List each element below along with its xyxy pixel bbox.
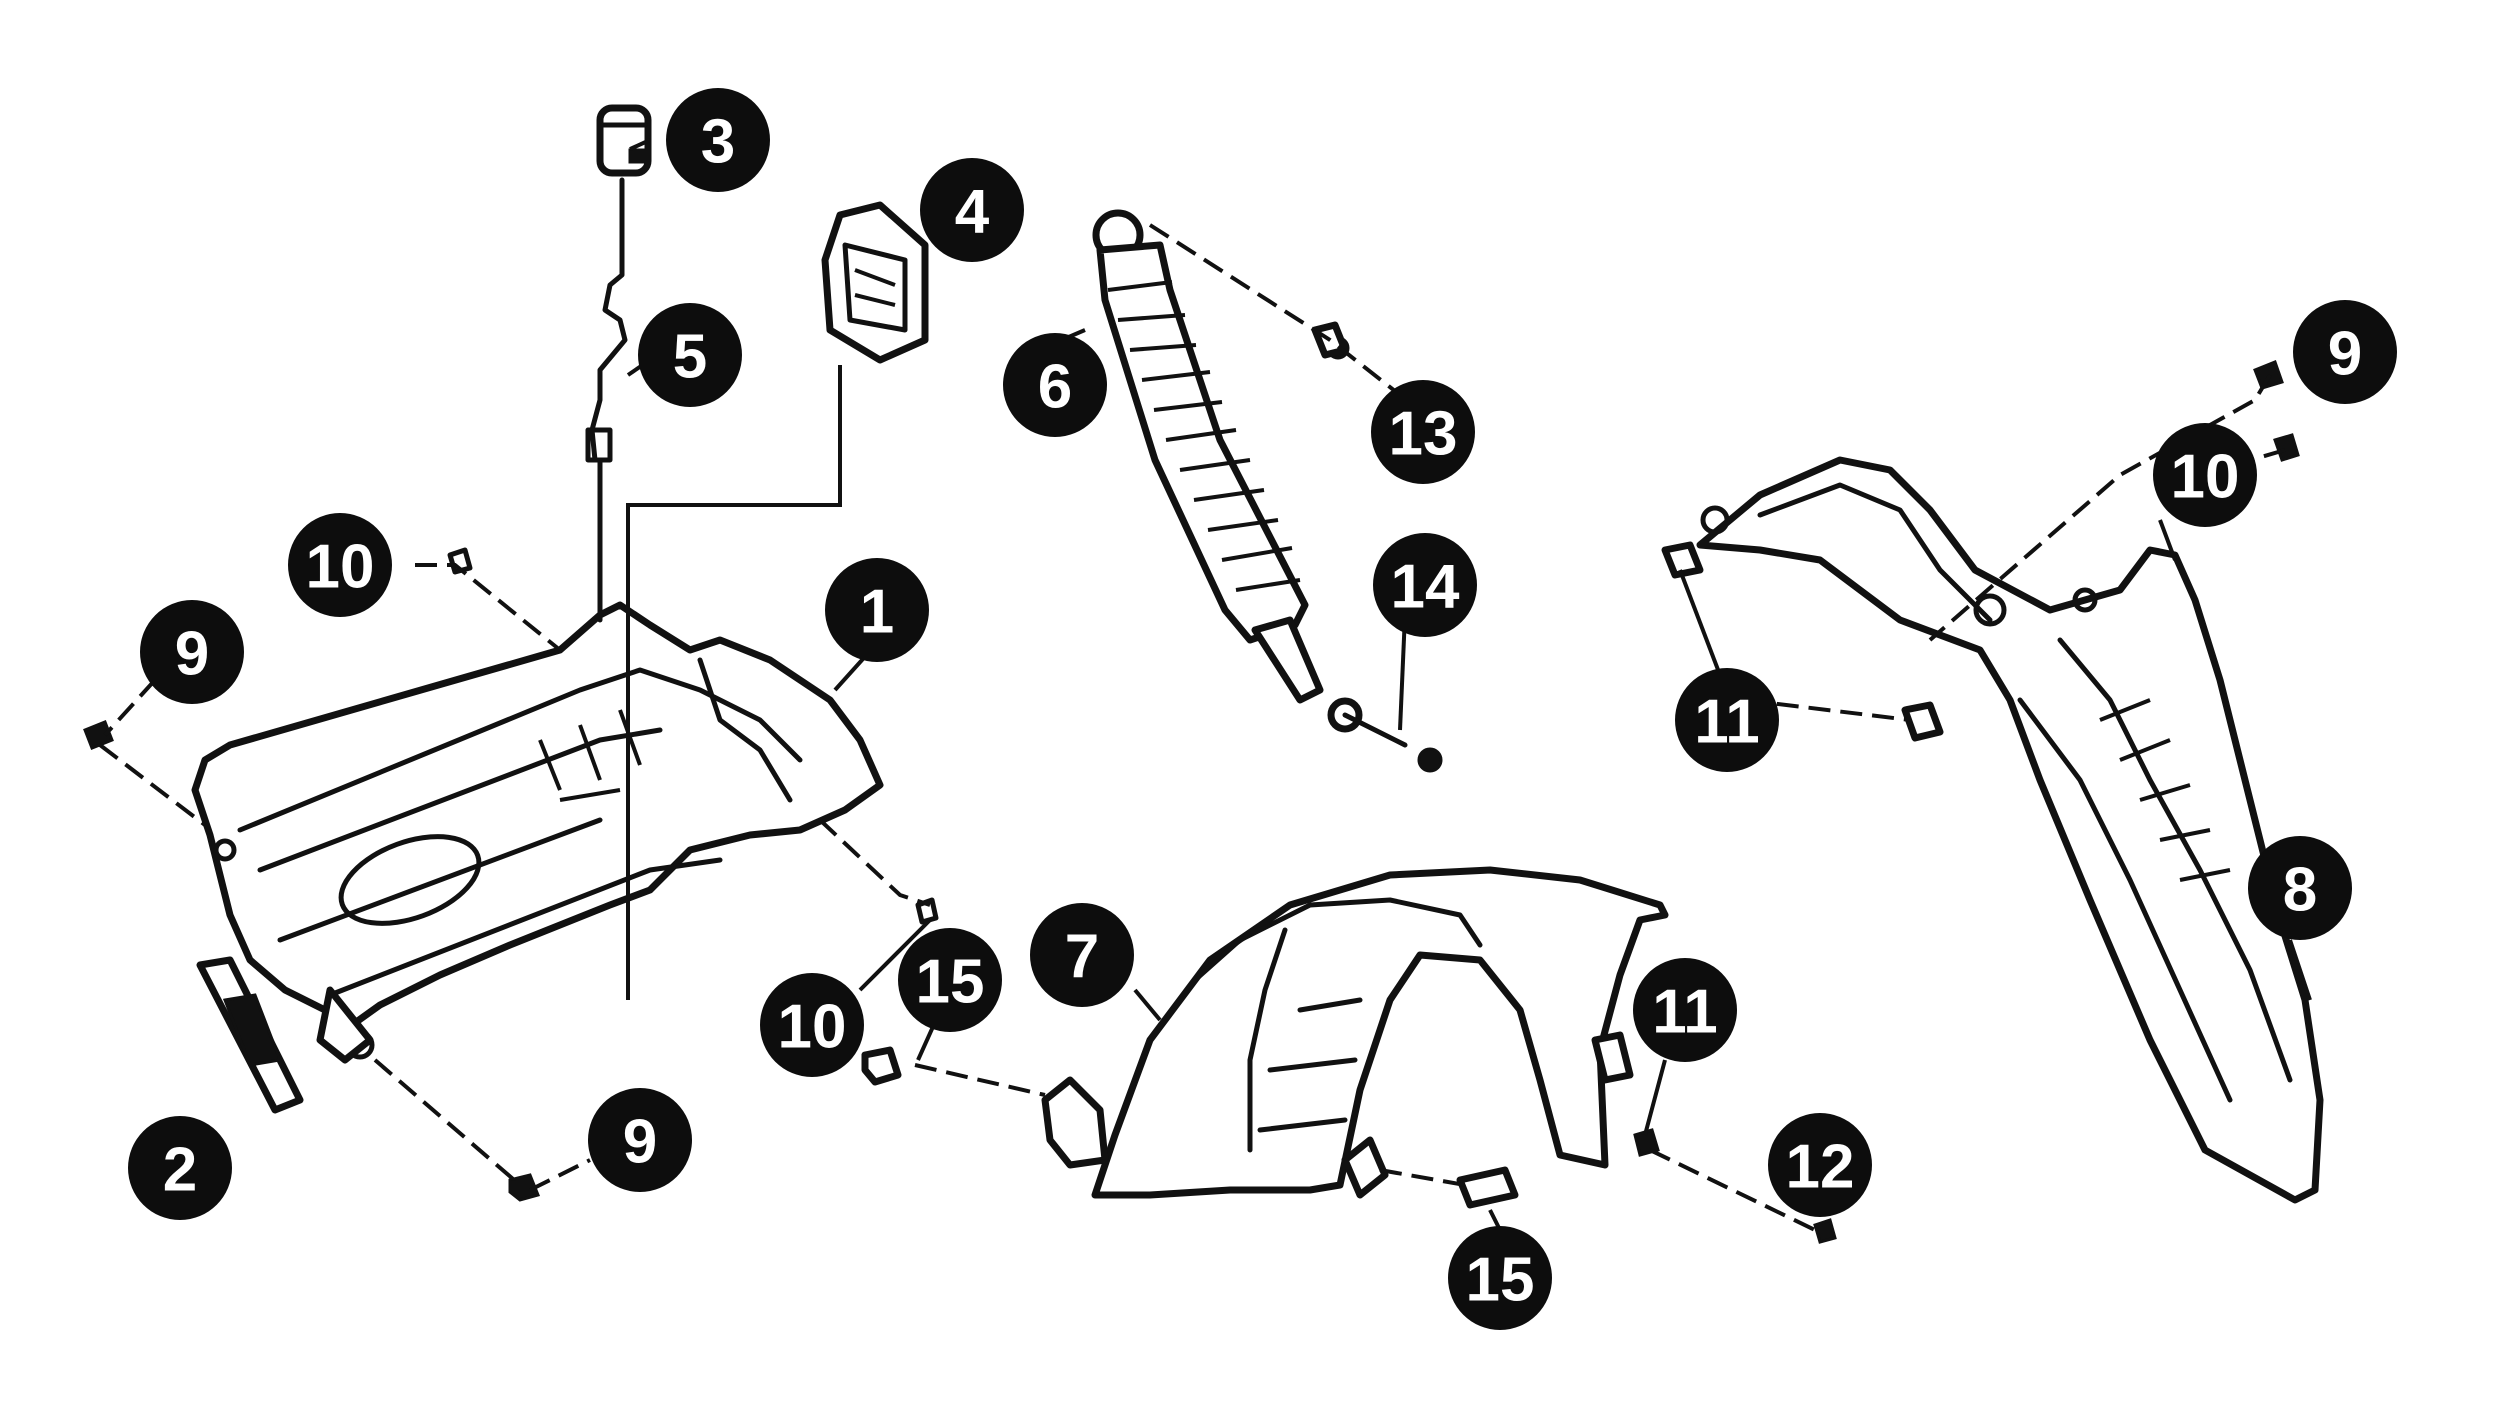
svg-text:2: 2 [163,1136,197,1205]
washer-10-right [2273,433,2300,462]
svg-text:5: 5 [673,323,707,392]
callout-8: 8 [2248,836,2352,940]
svg-text:11: 11 [1652,978,1718,1047]
part-front-mudguard [1041,866,1669,1199]
callout-15-left: 15 [898,928,1002,1032]
callout-6: 6 [1003,333,1107,437]
svg-text:12: 12 [1786,1133,1855,1202]
svg-text:9: 9 [623,1108,657,1177]
callout-9-bottom: 9 [588,1088,692,1192]
callout-9-left: 9 [140,600,244,704]
part-tail-light [821,201,929,364]
callout-14: 14 [1373,533,1477,637]
callout-10-right: 10 [2153,423,2257,527]
svg-text:4: 4 [955,178,990,247]
svg-text:9: 9 [2328,320,2362,389]
callout-11-right: 11 [1675,668,1779,772]
callout-15-front: 15 [1448,1226,1552,1330]
bolt-9-left [83,720,114,750]
nut-15-left [861,1046,902,1086]
callout-11-front: 11 [1633,958,1737,1062]
svg-text:11: 11 [1694,688,1760,757]
part-rear-mudguard [1696,456,2324,1204]
callout-3: 3 [666,88,770,192]
callout-9-right: 9 [2293,300,2397,404]
callout-1: 1 [825,558,929,662]
svg-text:10: 10 [778,993,847,1062]
callout-12: 12 [1768,1113,1872,1217]
svg-text:15: 15 [1466,1246,1535,1315]
part-bulb-socket [596,104,652,177]
part-wire-harness [585,177,842,1000]
svg-text:14: 14 [1391,553,1460,622]
svg-text:10: 10 [2171,443,2240,512]
callout-7: 7 [1030,903,1134,1007]
svg-text:6: 6 [1038,353,1072,422]
callout-2: 2 [128,1116,232,1220]
svg-text:15: 15 [916,948,985,1017]
svg-text:1: 1 [860,578,894,647]
svg-text:10: 10 [306,533,375,602]
callout-5: 5 [638,303,742,407]
bolt-15-front [1456,1166,1519,1209]
callout-10-upper: 10 [288,513,392,617]
part-rear-frame-tray [191,601,884,1064]
nut-11-right [1901,701,1944,742]
svg-text:8: 8 [2283,856,2317,925]
nut-9-bottom [508,1173,541,1202]
nut-11-left [1661,541,1704,579]
svg-text:13: 13 [1389,400,1458,469]
svg-text:3: 3 [701,108,735,177]
part-plate-bracket [196,956,304,1114]
callout-13: 13 [1371,380,1475,484]
svg-text:7: 7 [1065,923,1099,992]
callout-10-lower: 10 [760,973,864,1077]
bolt-12 [1813,1218,1837,1244]
part-shock-absorber [1092,209,1443,773]
callout-4: 4 [920,158,1024,262]
svg-text:9: 9 [175,620,209,689]
washer-10-lower [915,897,939,925]
